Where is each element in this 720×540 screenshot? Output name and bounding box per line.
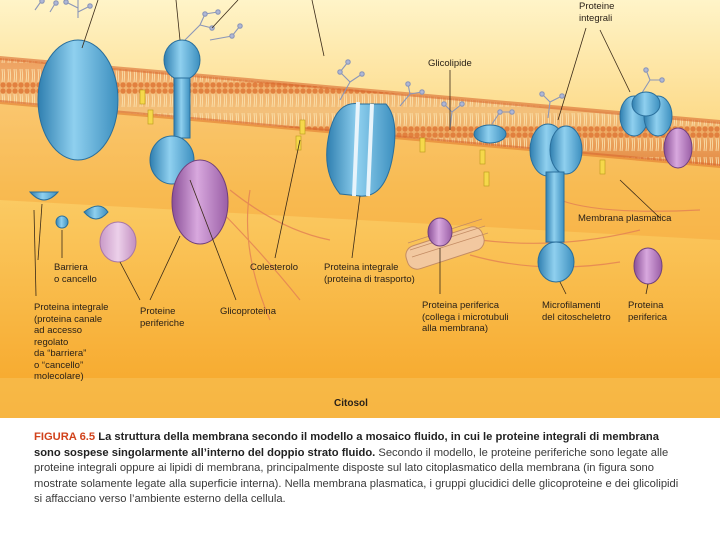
- label-citosol: Citosol: [334, 398, 368, 409]
- gate-diagram: [28, 191, 109, 229]
- caption-bold-text: La struttura della membrana secondo il m…: [34, 431, 659, 459]
- label-membrana-plasmatica: Membrana plasmatica: [578, 213, 672, 224]
- peripheral-proteins: [99, 127, 693, 285]
- label-proteina-periferica-microtubuli: Proteina periferica (collega i microtubu…: [422, 300, 509, 334]
- cholesterol-molecules: [139, 89, 606, 187]
- label-proteine-integrali: Proteine integrali: [579, 1, 615, 24]
- caption-figure-number: FIGURA 6.5: [34, 431, 96, 443]
- figure-caption: FIGURA 6.5 La struttura della membrana s…: [34, 430, 684, 508]
- integral-proteins: [37, 39, 673, 283]
- label-proteina-integrale-trasporto: Proteina integrale (proteina di trasport…: [324, 262, 415, 285]
- label-glicoproteina: Glicoproteina: [220, 306, 276, 317]
- label-proteina-periferica: Proteina periferica: [628, 300, 668, 323]
- label-glicolipide: Glicolipide: [428, 58, 472, 69]
- membrane-illustration: Proteine integrali Glicolipide Membrana …: [0, 0, 720, 418]
- caption-body-text: Secondo il modello, le proteine periferi…: [34, 446, 679, 506]
- label-colesterolo: Colesterolo: [250, 262, 299, 273]
- label-proteine-periferiche: Proteine periferiche: [140, 306, 185, 329]
- glycan-chains: [34, 0, 665, 129]
- label-microfilamenti: Microfilamenti del citoscheletro: [542, 300, 611, 323]
- label-barriera: Barriera o cancello: [54, 262, 97, 285]
- label-proteina-integrale-canale: Proteina integrale (proteina canale ad a…: [34, 302, 109, 382]
- membrane-diagram: [0, 0, 720, 418]
- leader-lines: [33, 0, 661, 301]
